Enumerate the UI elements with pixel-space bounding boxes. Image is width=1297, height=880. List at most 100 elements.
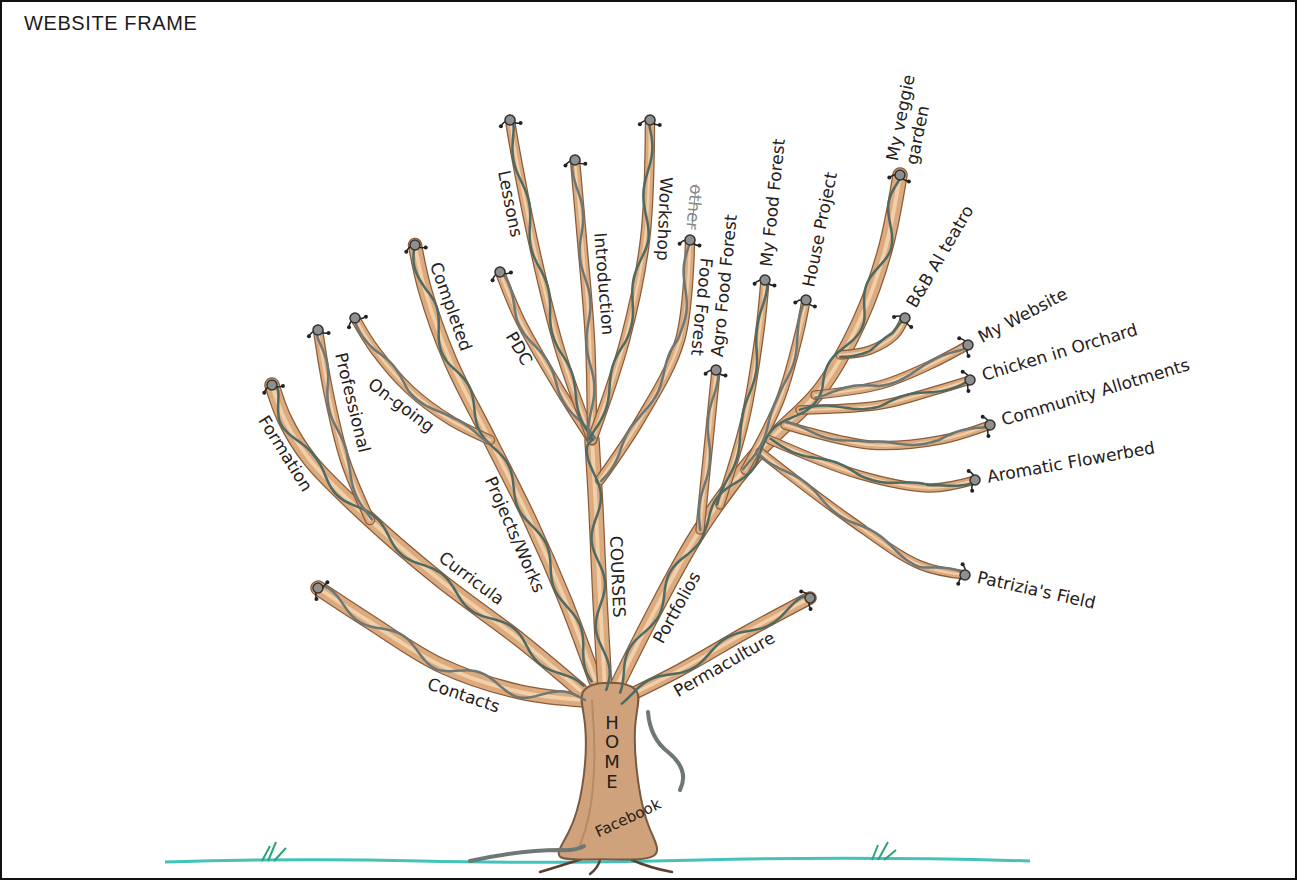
branch-label: B&B Al teatro [903, 202, 979, 313]
tip-knob [965, 375, 975, 385]
branch-label: Aromatic Flowerbed [985, 438, 1158, 487]
twig-bud [327, 331, 331, 335]
twig-bud [967, 354, 971, 358]
twig-bud [314, 597, 318, 601]
twig-bud [563, 164, 567, 168]
tip-knob [900, 313, 910, 323]
twig-bud [753, 282, 757, 286]
facebook-vine [470, 846, 584, 861]
tip-knob [495, 267, 505, 277]
branch-label: Workshop [652, 175, 675, 262]
twig-bud [909, 325, 913, 329]
twig-bud [307, 334, 311, 338]
twig-bud [793, 301, 797, 305]
branch-label: other [681, 182, 705, 231]
twig-bud [772, 284, 776, 288]
twig-bud [704, 372, 708, 376]
twig-bud [961, 370, 965, 374]
twig-bud [509, 270, 513, 274]
twig-bud [970, 489, 974, 493]
branch-tip [638, 115, 662, 127]
tip-knob [805, 593, 815, 603]
tip-knob [410, 240, 420, 250]
tree-branch [600, 240, 690, 480]
branch-wood [510, 120, 592, 440]
tree [262, 115, 995, 860]
branch-tip [956, 562, 970, 585]
twig-bud [638, 122, 642, 126]
branch-highlight [760, 452, 965, 575]
twig-bud [658, 123, 662, 127]
tip-knob [313, 583, 323, 593]
twig-bud [404, 250, 408, 254]
branch-tip [981, 415, 995, 438]
twig-bud [499, 124, 503, 128]
branch-tip [967, 469, 980, 493]
root [540, 858, 672, 874]
branch-tip [961, 370, 975, 393]
twig-bud [364, 315, 368, 319]
branch-vine [601, 240, 690, 481]
branch-outline [760, 452, 965, 575]
branch-tip [892, 313, 913, 329]
twig-bud [907, 180, 911, 184]
tip-knob [963, 340, 973, 350]
tree-branch [510, 120, 592, 440]
twig-bud [325, 580, 329, 584]
twig-bud [981, 415, 985, 419]
branch-wood [760, 452, 965, 575]
twig-bud [424, 245, 428, 249]
branch-vine [622, 597, 810, 704]
branch-label: My Website [974, 284, 1072, 348]
tip-knob [267, 380, 277, 390]
branch-tip [404, 240, 427, 254]
branch-vine [786, 422, 990, 445]
trunk-shading [578, 700, 594, 850]
branch-tip [887, 170, 911, 184]
branch-vine [500, 272, 595, 438]
twig-bud [583, 162, 587, 166]
twig-bud [961, 562, 965, 566]
twig-bud [678, 242, 682, 246]
branch-tips [262, 115, 995, 611]
branches [272, 120, 990, 700]
branch-tip [563, 155, 587, 168]
twig-bud [887, 176, 891, 180]
twig-bud [799, 589, 803, 593]
branch-label: My Food Forest [757, 137, 789, 269]
branch-tip [307, 325, 331, 338]
branch-vine [589, 120, 652, 439]
branch-highlight [600, 240, 690, 480]
twig-bud [986, 434, 990, 438]
branch-vine [699, 370, 718, 530]
tip-knob [970, 475, 980, 485]
twig-bud [281, 384, 285, 388]
vines [272, 120, 990, 704]
branch-tip [262, 380, 285, 395]
tip-knob [895, 170, 905, 180]
tip-knob [505, 115, 515, 125]
twig-bud [491, 278, 495, 282]
twig-bud [957, 336, 961, 340]
branch-wood [415, 245, 595, 680]
tree-branch [760, 452, 965, 575]
branch-highlight [510, 120, 592, 440]
branch-tip [799, 589, 815, 611]
tip-knob [645, 115, 655, 125]
branch-tip [957, 336, 973, 358]
twig-bud [697, 244, 701, 248]
branch-tip [347, 313, 368, 329]
branch-vine [743, 300, 806, 469]
twig-bud [723, 374, 727, 378]
branch-tip [313, 580, 329, 601]
twig-bud [967, 469, 971, 473]
tip-knob [801, 295, 811, 305]
page-title: WEBSITE FRAME [24, 12, 197, 35]
tip-knob [685, 235, 695, 245]
branch-vine [572, 160, 594, 440]
branch-vine [413, 245, 591, 681]
branch-vine [800, 380, 970, 410]
